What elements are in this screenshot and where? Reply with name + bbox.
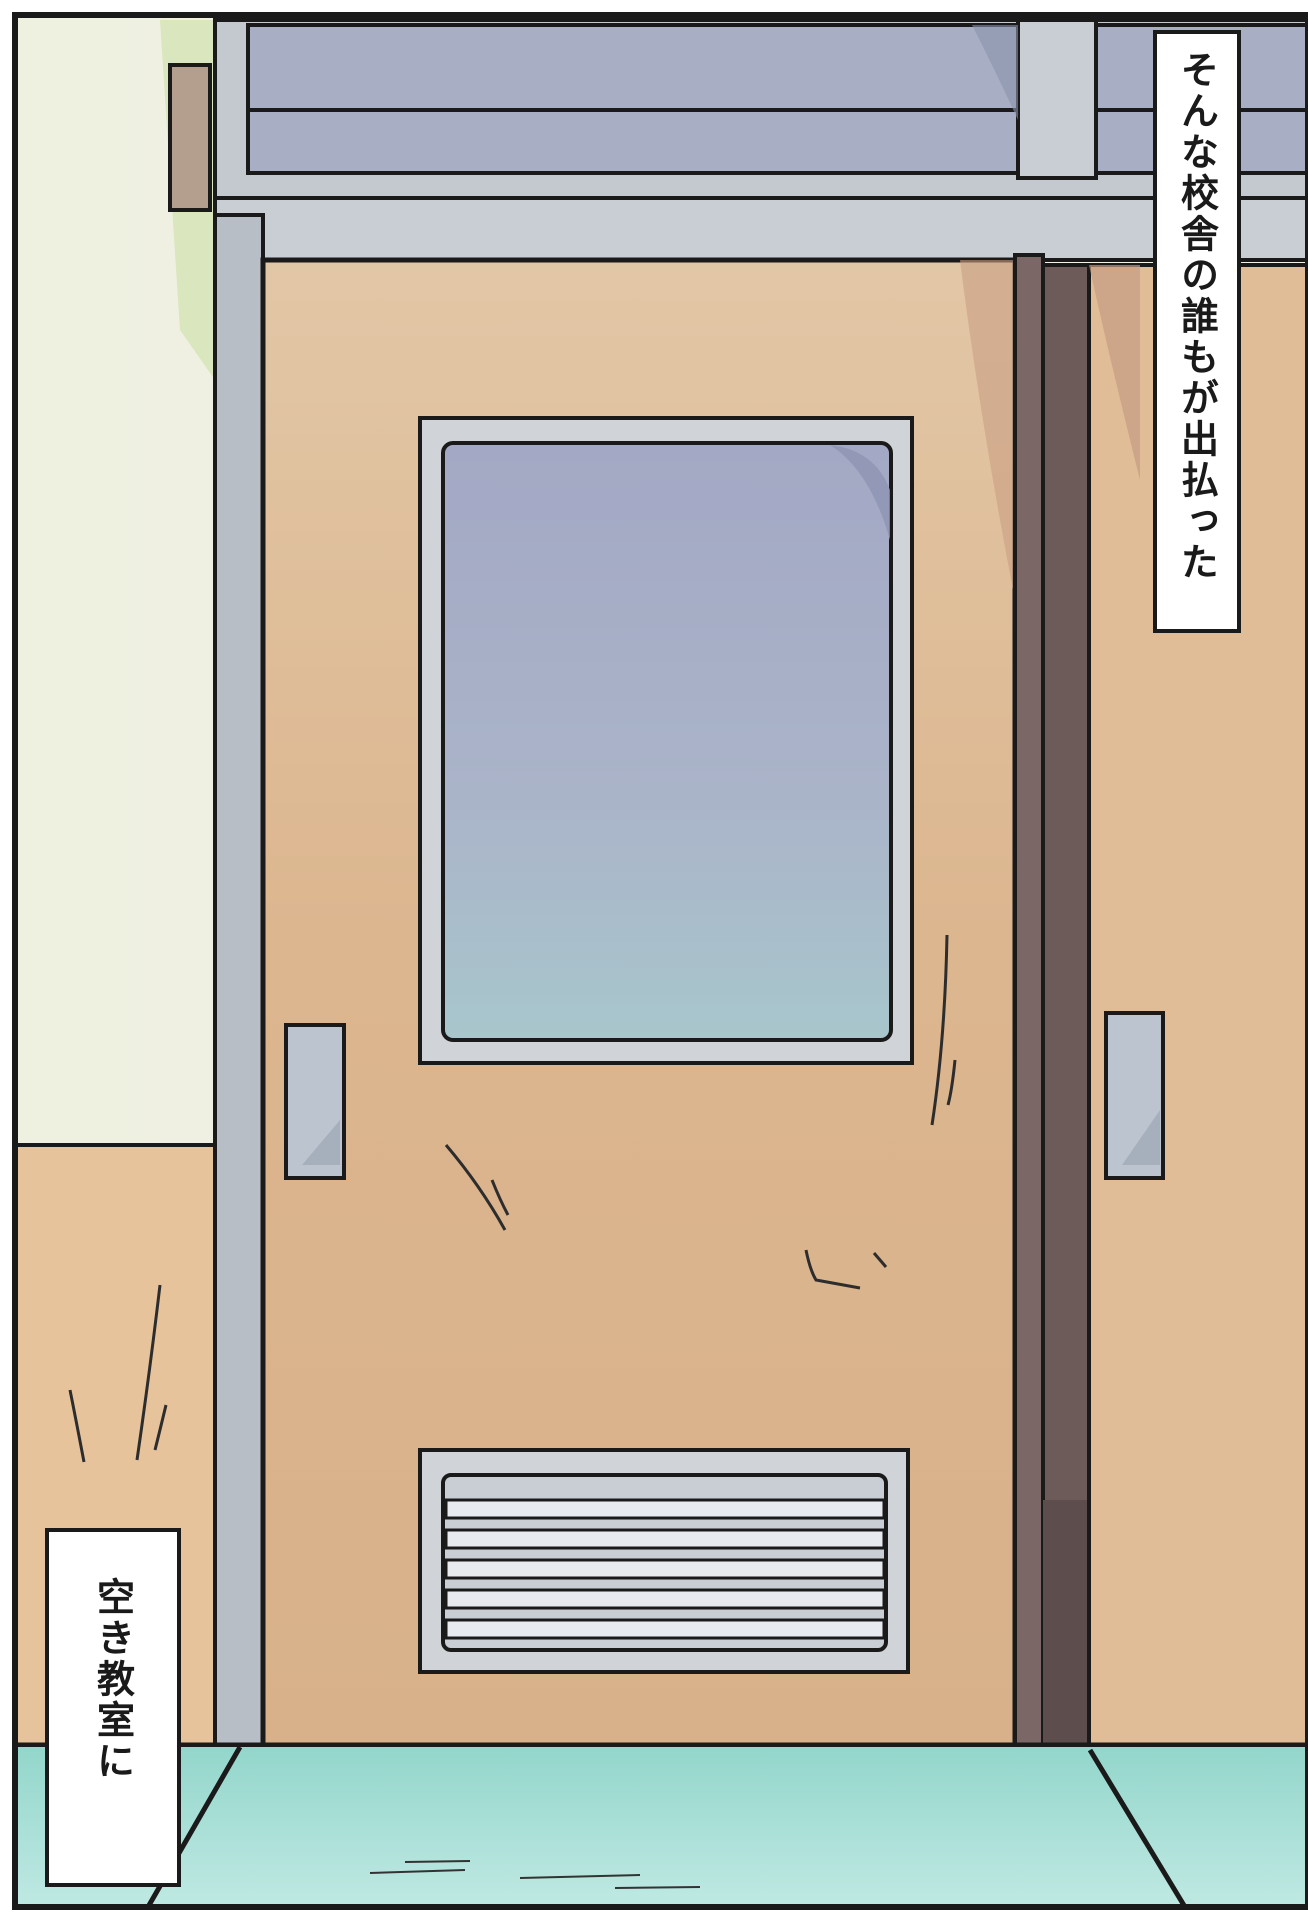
floor-line-right (1087, 1748, 1188, 1909)
caption-text-bottom-left: 空き教室に (90, 1577, 135, 1782)
floor (15, 1747, 1308, 1907)
adjacent-door (1087, 263, 1308, 1747)
transom-glass-left (246, 23, 1020, 175)
caption-box-bottom-left: 空き教室に (45, 1528, 181, 1887)
caption-box-top-right: そんな校舎の誰もが出払った (1153, 30, 1241, 633)
door-jamb-right-outer (1013, 253, 1045, 1747)
door-frame-left (213, 213, 265, 1747)
caption-text-top-right: そんな校舎の誰もが出払った (1174, 50, 1219, 583)
wall-fixture (168, 63, 212, 212)
door-frame-header (213, 196, 1308, 262)
vent-slats (444, 1498, 886, 1640)
panel-border (12, 12, 1308, 1910)
door-window-glass (441, 441, 893, 1042)
transom-mullion (1016, 18, 1098, 180)
